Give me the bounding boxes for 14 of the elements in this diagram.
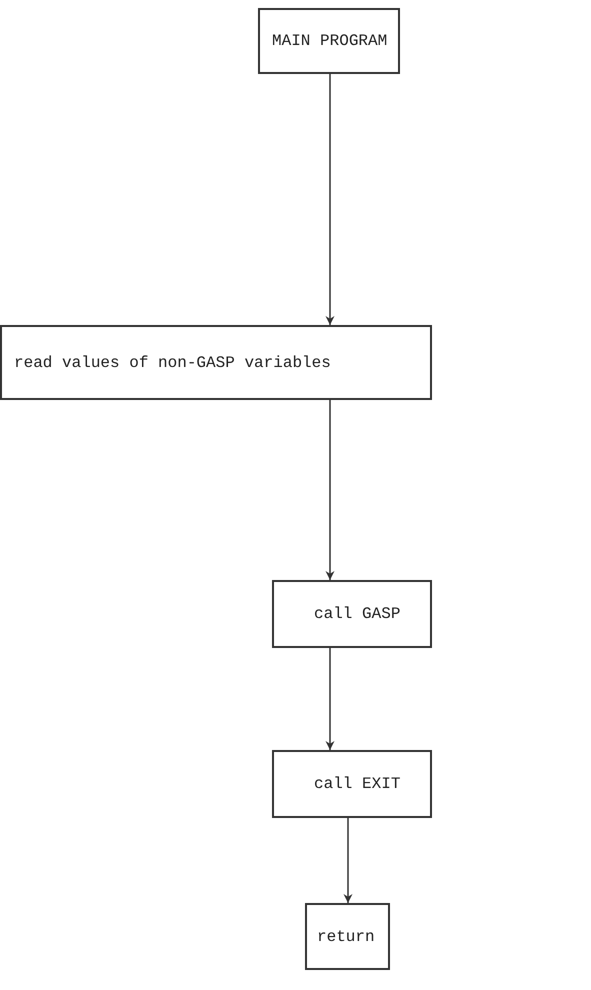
process-box [0,325,432,400]
process-box [258,8,400,74]
arrow [326,74,334,325]
process-box [272,750,432,818]
box-label: call EXIT [314,775,400,793]
box-label: read values of non-GASP variables [14,354,331,372]
process-box [305,903,390,970]
process-box [272,580,432,648]
box-label: return [317,928,375,946]
box-label: call GASP [314,605,400,623]
arrow [326,648,334,750]
arrow [344,818,352,903]
box-label: MAIN PROGRAM [272,32,388,50]
arrow [326,400,334,580]
